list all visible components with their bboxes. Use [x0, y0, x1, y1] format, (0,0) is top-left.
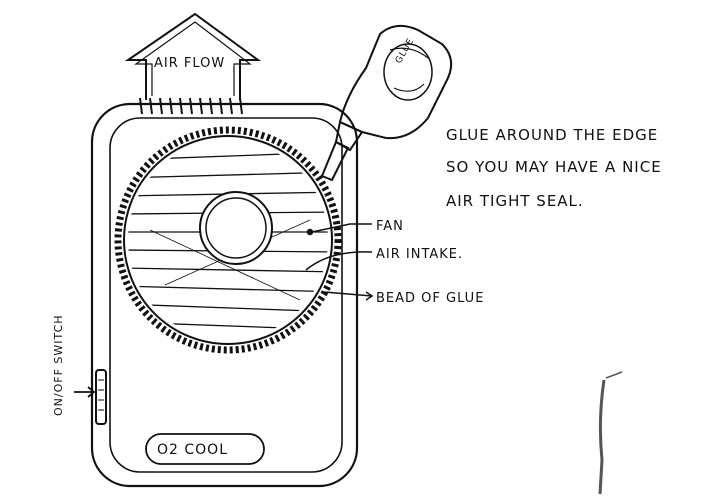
- switch-arrow: [74, 386, 96, 398]
- leader-lines: [305, 223, 374, 301]
- glue-bottle: [320, 24, 453, 182]
- glue-bottle-label: GLUE: [394, 36, 417, 65]
- brand-badge: [145, 433, 265, 465]
- on-off-switch: [95, 369, 107, 425]
- air-intake-label: AIR INTAKE.: [376, 247, 463, 262]
- on-off-switch-label: ON/OFF SWITCH: [52, 314, 65, 416]
- fan-label: FAN: [376, 219, 404, 234]
- note-line-2: SO YOU MAY HAVE A NICE: [446, 158, 662, 176]
- stray-mark: [598, 371, 623, 495]
- air-flow-label: AIR FLOW: [154, 56, 225, 71]
- exhaust-grille: [139, 97, 243, 115]
- air-flow-arrow: [124, 12, 262, 100]
- brand-label: O2 COOL: [157, 442, 228, 458]
- bead-of-glue-label: BEAD OF GLUE: [376, 291, 484, 306]
- glue-bead-ring: [114, 126, 342, 354]
- fan-hub: [199, 191, 273, 265]
- note-line-3: AIR TIGHT SEAL.: [446, 192, 584, 210]
- note-line-1: GLUE AROUND THE EDGE: [446, 126, 658, 144]
